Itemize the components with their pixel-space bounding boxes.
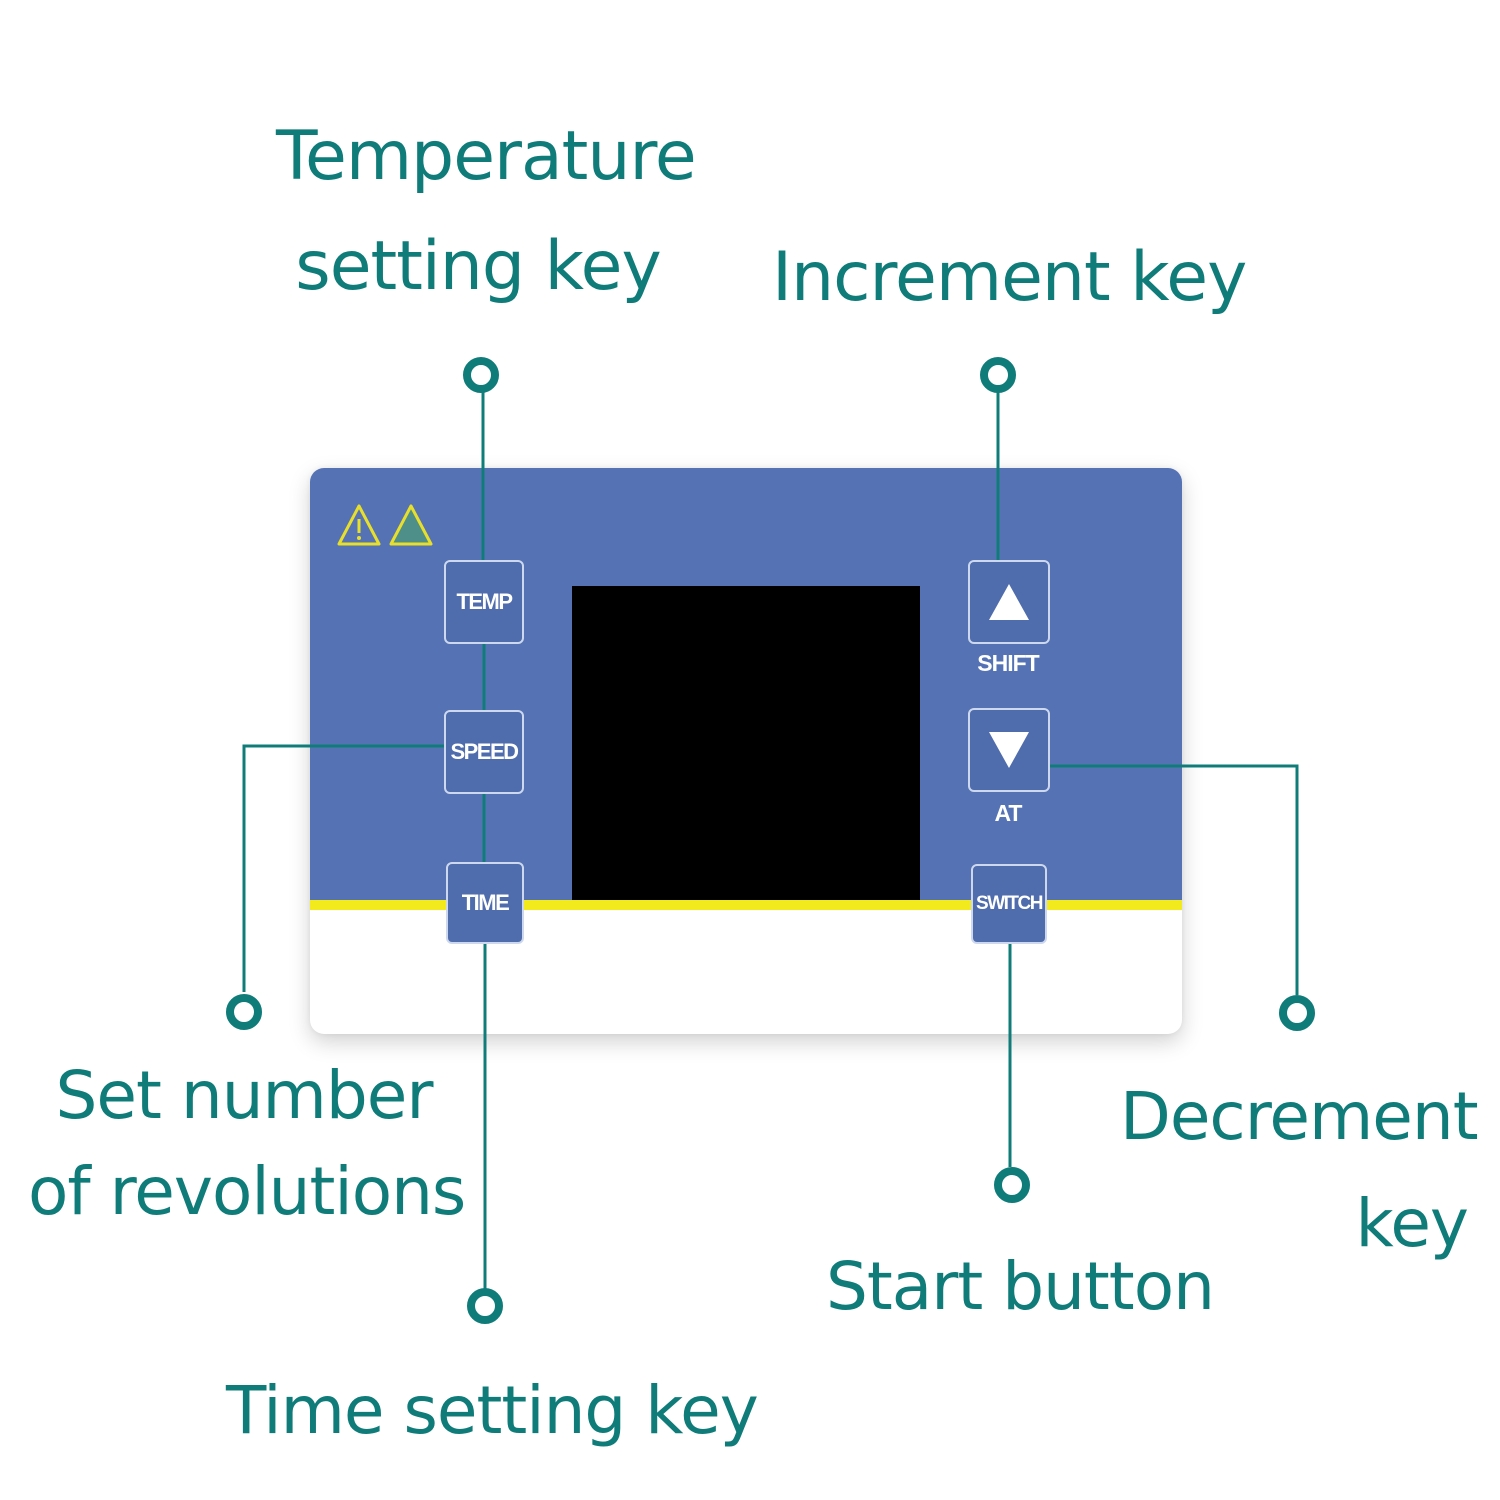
- decrement-key[interactable]: [968, 708, 1050, 792]
- temperature-key-callout-line-1: Temperature: [276, 117, 697, 196]
- speed-leader-end-circle: [226, 994, 262, 1030]
- time-key-callout: Time setting key: [226, 1358, 759, 1464]
- device-control-panel: [310, 468, 1182, 1034]
- temp-key[interactable]: TEMP: [444, 560, 524, 644]
- decrement-key-caption: AT: [994, 800, 1023, 826]
- temperature-key-callout-line-2: setting key: [295, 227, 661, 307]
- revolutions-callout-line-1: Set number: [55, 1057, 434, 1134]
- start-button-callout: Start button: [826, 1234, 1215, 1340]
- increment-key-callout-text: Increment key: [772, 238, 1247, 317]
- start-button-callout-text: Start button: [826, 1248, 1215, 1325]
- decrement-key-callout-line-1: Decrement: [1120, 1078, 1479, 1155]
- speed-key[interactable]: SPEED: [444, 710, 524, 794]
- time-key-callout-text: Time setting key: [226, 1372, 759, 1449]
- increment-key-caption: SHIFT: [977, 650, 1039, 676]
- display-screen: [572, 586, 920, 900]
- switch-key[interactable]: SWITCH: [971, 864, 1047, 944]
- time-leader-end-circle: [467, 1288, 503, 1324]
- increment-key-callout: Increment key: [772, 224, 1247, 333]
- warning-triangle-icon: [337, 504, 381, 546]
- decrement-key-callout-line-2: key: [1355, 1184, 1469, 1262]
- down-arrow-icon: [989, 732, 1029, 768]
- temp-leader-end-circle: [463, 357, 499, 393]
- revolutions-callout-line-2: of revolutions: [28, 1152, 466, 1230]
- panel-yellow-stripe: [310, 900, 1182, 910]
- switch-leader-end-circle: [994, 1167, 1030, 1203]
- temperature-key-callout: Temperature setting key: [276, 102, 697, 322]
- warning-triangle-icon: [389, 504, 433, 546]
- increment-leader-end-circle: [980, 357, 1016, 393]
- decrement-key-callout: Decrement key: [1120, 1064, 1479, 1278]
- up-arrow-icon: [989, 584, 1029, 620]
- revolutions-callout: Set number of revolutions: [28, 1048, 466, 1239]
- time-key[interactable]: TIME: [446, 862, 524, 944]
- increment-key[interactable]: [968, 560, 1050, 644]
- decrement-leader-end-circle: [1279, 995, 1315, 1031]
